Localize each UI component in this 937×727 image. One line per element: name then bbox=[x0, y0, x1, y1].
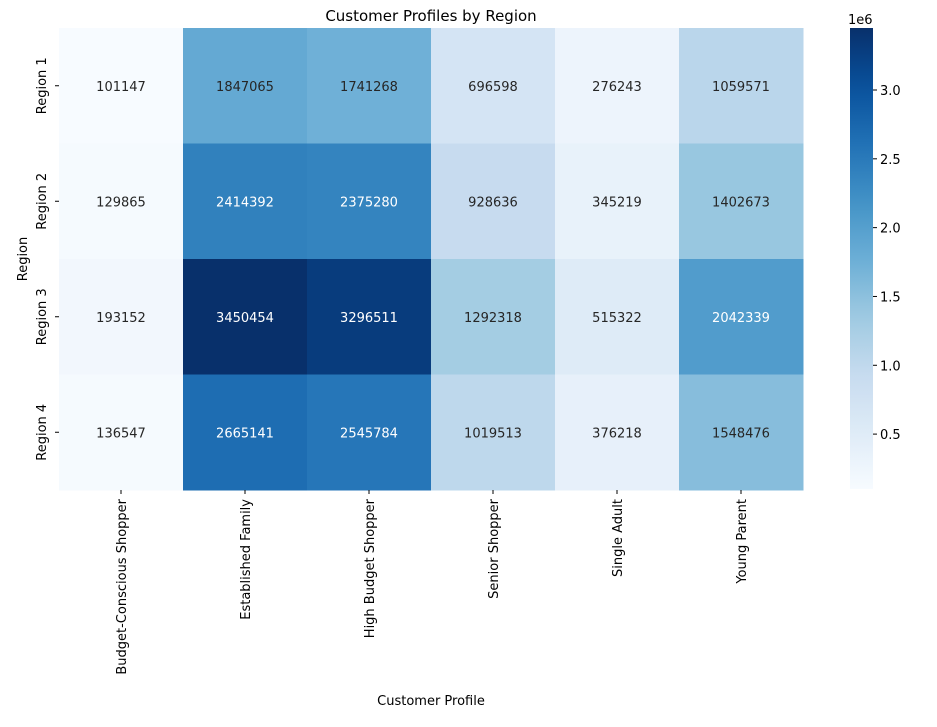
cell-value-label: 136547 bbox=[96, 426, 146, 441]
x-tick-label: Budget-Conscious Shopper bbox=[115, 498, 130, 674]
heatmap-cell bbox=[555, 374, 680, 491]
heatmap-cell bbox=[59, 28, 184, 144]
y-tick-label: Region 3 bbox=[35, 288, 50, 345]
cell-value-label: 1402673 bbox=[712, 195, 770, 210]
cell-value-label: 3296511 bbox=[340, 311, 398, 326]
y-tick-label: Region 1 bbox=[35, 57, 50, 114]
x-axis-title: Customer Profile bbox=[377, 694, 485, 709]
x-tick-label: Young Parent bbox=[735, 499, 750, 585]
heatmap-cell bbox=[555, 143, 680, 260]
x-tick-label: Established Family bbox=[239, 499, 254, 620]
cell-value-label: 2042339 bbox=[712, 311, 770, 326]
cell-value-label: 1019513 bbox=[464, 426, 522, 441]
cell-value-label: 1548476 bbox=[712, 426, 770, 441]
cell-value-label: 1059571 bbox=[712, 80, 770, 95]
cell-value-label: 1741268 bbox=[340, 80, 398, 95]
colorbar-tick-label: 0.5 bbox=[880, 428, 901, 443]
cell-value-label: 345219 bbox=[592, 195, 642, 210]
colorbar bbox=[850, 28, 873, 489]
x-tick-labels: Budget-Conscious Shopper Established Fami… bbox=[115, 490, 750, 675]
x-tick-label: Single Adult bbox=[611, 499, 626, 577]
x-tick-label: High Budget Shopper bbox=[363, 498, 378, 638]
cell-value-label: 2375280 bbox=[340, 195, 398, 210]
heatmap-cell bbox=[183, 28, 308, 144]
heatmap-cell bbox=[307, 259, 432, 375]
chart-title: Customer Profiles by Region bbox=[325, 7, 536, 25]
heatmap-cell bbox=[307, 143, 432, 260]
heatmap-cell bbox=[183, 143, 308, 260]
cell-value-label: 193152 bbox=[96, 311, 146, 326]
y-tick-labels: Region 1 Region 2 Region 3 Region 4 bbox=[35, 57, 59, 461]
cell-value-label: 515322 bbox=[592, 311, 642, 326]
cell-value-label: 276243 bbox=[592, 80, 642, 95]
colorbar-tick-label: 1.0 bbox=[880, 359, 901, 374]
heatmap-cell bbox=[555, 259, 680, 375]
cell-value-label: 2414392 bbox=[216, 195, 274, 210]
heatmap-cell bbox=[555, 28, 680, 144]
heatmap-cell bbox=[679, 143, 804, 260]
heatmap-cell bbox=[59, 259, 184, 375]
cell-value-label: 376218 bbox=[592, 426, 642, 441]
cell-value-label: 1847065 bbox=[216, 80, 274, 95]
cell-value-label: 3450454 bbox=[216, 311, 274, 326]
heatmap-cell bbox=[307, 374, 432, 491]
cell-value-label: 101147 bbox=[96, 80, 146, 95]
heatmap-cell bbox=[431, 259, 556, 375]
heatmap-cell bbox=[431, 374, 556, 491]
colorbar-ticks: 0.5 1.0 1.5 2.0 2.5 3.0 bbox=[873, 84, 901, 443]
cell-value-label: 2545784 bbox=[340, 426, 398, 441]
cell-value-label: 2665141 bbox=[216, 426, 274, 441]
heatmap-cell bbox=[183, 259, 308, 375]
heatmap-cell bbox=[679, 374, 804, 491]
heatmap-cell bbox=[307, 28, 432, 144]
heatmap-cell bbox=[183, 374, 308, 491]
y-tick-label: Region 2 bbox=[35, 173, 50, 230]
heatmap-cell bbox=[59, 143, 184, 260]
y-axis-title: Region bbox=[16, 237, 31, 282]
cell-value-label: 928636 bbox=[468, 195, 518, 210]
colorbar-offset-label: 1e6 bbox=[848, 13, 873, 28]
heatmap-cell bbox=[59, 374, 184, 491]
heatmap-cell bbox=[679, 259, 804, 375]
cell-value-label: 129865 bbox=[96, 195, 146, 210]
heatmap-cell bbox=[679, 28, 804, 144]
colorbar-tick-label: 2.0 bbox=[880, 222, 901, 237]
colorbar-tick-label: 3.0 bbox=[880, 84, 901, 99]
cell-value-label: 696598 bbox=[468, 80, 518, 95]
y-tick-label: Region 4 bbox=[35, 404, 50, 461]
heatmap-cell bbox=[431, 143, 556, 260]
heatmap-cells: 101147 1847065 1741268 696598 276243 1059571 1… bbox=[59, 28, 804, 491]
colorbar-tick-label: 2.5 bbox=[880, 153, 901, 168]
x-tick-label: Senior Shopper bbox=[487, 498, 502, 598]
cell-value-label: 1292318 bbox=[464, 311, 522, 326]
heatmap-cell bbox=[431, 28, 556, 144]
colorbar-tick-label: 1.5 bbox=[880, 290, 901, 305]
